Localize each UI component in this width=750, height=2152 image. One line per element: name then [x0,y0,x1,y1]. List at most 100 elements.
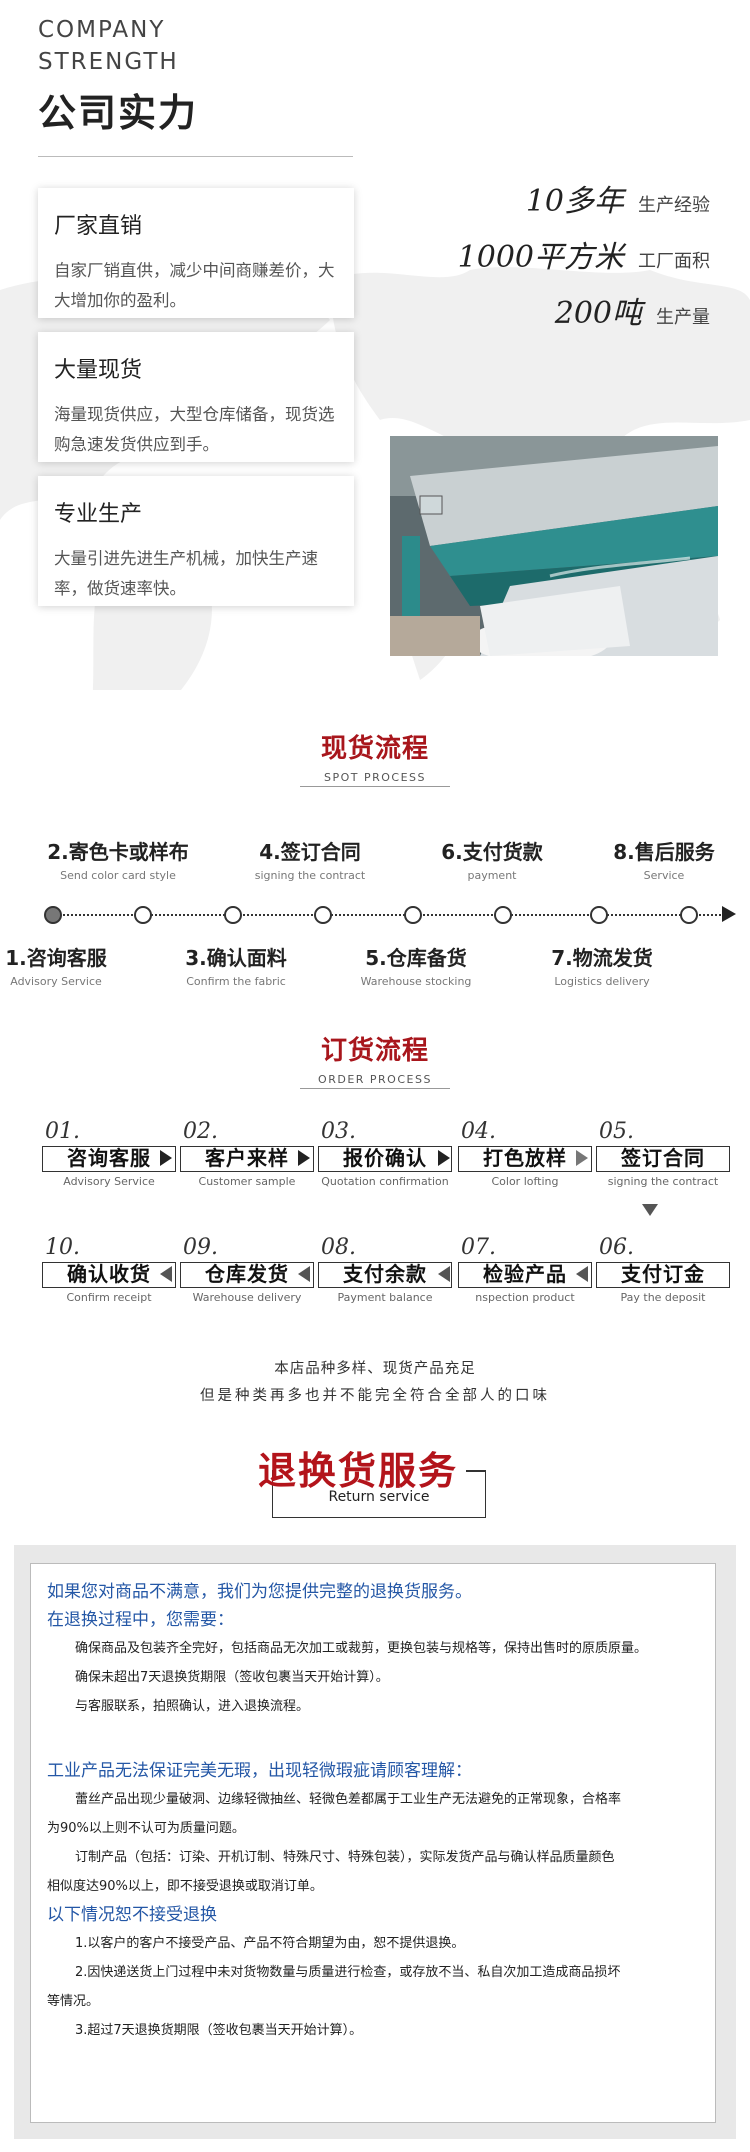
feature-card-production: 专业生产 大量引进先进生产机械，加快生产速率，做货速率快。 [38,476,354,606]
order-step-en: Warehouse delivery [192,1291,302,1304]
card-title: 厂家直销 [54,214,143,239]
spot-step-label: 2.寄色卡或样布 [47,840,189,864]
order-step-en: Quotation confirmation [321,1175,449,1188]
order-step-number: 09. [183,1235,218,1260]
timeline-dot-7 [590,906,608,924]
order-step-03: 03. 报价确认 Quotation confirmation [318,1118,454,1188]
spot-process-title: 现货流程 SPOT PROCESS [0,728,750,787]
spot-timeline [52,914,724,916]
spot-step-label-en: Logistics delivery [554,975,650,988]
stat-label: 生产经验 [638,195,710,216]
card-text: 自家厂销直供，减少中间商赚差价，大大增加你的盈利。 [54,261,335,310]
spot-step-1: 1.咨询客服 Advisory Service [0,942,146,988]
order-step-08: 08. 支付余款 Payment balance [318,1234,454,1304]
arrow-right-icon [298,1150,310,1166]
no-return-item-3: 3.超过7天退换货期限（签收包裹当天开始计算）。 [75,2023,363,2038]
arrow-right-icon [438,1150,450,1166]
order-step-number: 02. [183,1119,218,1144]
order-step-number: 06. [599,1235,634,1260]
stat-value: 200吨 [554,296,642,331]
defect-paragraph-1b: 为90%以上则不认可为质量问题。 [47,1821,245,1836]
order-step-01: 01. 咨询客服 Advisory Service [42,1118,178,1188]
stat-value: 10多年 [525,184,624,219]
order-step-box: 报价确认 [318,1146,452,1172]
return-title-cn: 退换货服务 [258,1449,459,1493]
spot-step-label: 7.物流发货 [551,946,653,970]
order-step-box: 客户来样 [180,1146,314,1172]
return-policy-box: 如果您对商品不满意，我们为您提供完整的退换货服务。 在退换过程中，您需要： 确保… [30,1563,716,2123]
stat-label: 生产量 [656,307,710,328]
timeline-arrow-icon [722,906,736,922]
no-return-item-1: 1.以客户的客户不接受产品、产品不符合期望为由，恕不提供退换。 [75,1936,465,1951]
order-step-box: 支付余款 [318,1262,452,1288]
arrow-right-icon [160,1150,172,1166]
spot-step-8: 8.售后服务 Service [574,836,750,882]
title-divider [38,156,353,157]
timeline-dot-8 [680,906,698,924]
card-title: 专业生产 [54,502,143,527]
spot-step-4: 4.签订合同 signing the contract [220,836,400,882]
return-service-title: 退换货服务 Return service [0,1440,750,1520]
order-step-02: 02. 客户来样 Customer sample [180,1118,316,1188]
timeline-dot-4 [314,906,332,924]
spot-step-label-en: Confirm the fabric [186,975,286,988]
spot-step-label: 1.咨询客服 [5,946,107,970]
order-step-en: signing the contract [607,1175,719,1188]
timeline-dot-6 [494,906,512,924]
spot-title-en: SPOT PROCESS [323,771,427,784]
order-step-en: Payment balance [337,1291,433,1304]
order-step-07: 07. 检验产品 nspection product [458,1234,594,1304]
order-title-en: ORDER PROCESS [318,1073,432,1086]
order-process-title: 订货流程 ORDER PROCESS [0,1030,750,1089]
return-need-heading: 在退换过程中，您需要： [47,1610,234,1630]
order-step-05: 05. 签订合同 signing the contract [596,1118,732,1188]
timeline-dot-3 [224,906,242,924]
timeline-dot-2 [134,906,152,924]
stat-experience: 10多年 生产经验 [526,176,710,220]
order-step-09: 09. 仓库发货 Warehouse delivery [180,1234,316,1304]
stat-factory-area: 1000平方米 工厂面积 [458,232,710,276]
order-step-en: Advisory Service [63,1175,155,1188]
order-step-en: Customer sample [198,1175,296,1188]
order-title-rule [300,1088,450,1089]
arrow-down-icon [642,1204,658,1216]
no-return-item-2a: 2.因快递送货上门过程中未对货物数量与质量进行检查，或存放不当、私自次加工造成商… [75,1965,621,1980]
spot-step-label: 3.确认面料 [185,946,287,970]
order-step-number: 07. [461,1235,496,1260]
spot-step-label-en: Service [643,869,685,882]
arrow-left-icon [438,1266,450,1282]
order-step-box: 支付订金 [596,1262,730,1288]
card-title: 大量现货 [54,358,143,383]
order-step-10: 10. 确认收货 Confirm receipt [42,1234,178,1304]
order-step-box: 签订合同 [596,1146,730,1172]
order-step-number: 08. [321,1235,356,1260]
spot-title-cn: 现货流程 [320,734,429,764]
order-step-04: 04. 打色放样 Color lofting [458,1118,594,1188]
return-need-item: 与客服联系，拍照确认，进入退换流程。 [75,1699,310,1714]
stat-output: 200吨 生产量 [555,288,710,332]
return-title-en: Return service [328,1489,430,1505]
spot-step-6: 6.支付货款 payment [402,836,582,882]
order-title-cn: 订货流程 [320,1036,429,1066]
spot-step-label-en: Advisory Service [10,975,102,988]
order-step-number: 10. [45,1235,80,1260]
feature-card-direct-sale: 厂家直销 自家厂销直供，减少中间商赚差价，大大增加你的盈利。 [38,188,354,318]
stat-label: 工厂面积 [638,251,710,272]
return-need-item: 确保商品及包装齐全完好，包括商品无次加工或裁剪，更换包装与规格等，保持出售时的原… [75,1641,648,1656]
timeline-dot-1 [44,906,62,924]
order-step-en: nspection product [475,1291,575,1304]
spot-step-3: 3.确认面料 Confirm the fabric [146,942,326,988]
feature-card-stock: 大量现货 海量现货供应，大型仓库储备，现货选购急速发货供应到手。 [38,332,354,462]
spot-step-label: 6.支付货款 [441,840,543,864]
order-step-box: 咨询客服 [42,1146,176,1172]
spacer [47,1721,715,1757]
card-text: 大量引进先进生产机械，加快生产速率，做货速率快。 [54,549,318,598]
title-en-line2: STRENGTH [38,49,179,75]
defect-paragraph-2a: 订制产品（包括：订染、开机订制、特殊尺寸、特殊包装），实际发货产品与确认样品质量… [75,1850,615,1865]
order-step-box: 仓库发货 [180,1262,314,1288]
timeline-dot-5 [404,906,422,924]
spot-step-5: 5.仓库备货 Warehouse stocking [326,942,506,988]
spot-step-7: 7.物流发货 Logistics delivery [512,942,692,988]
order-step-number: 01. [45,1119,80,1144]
notice-line-1: 本店品种多样、现货产品充足 [274,1361,476,1377]
